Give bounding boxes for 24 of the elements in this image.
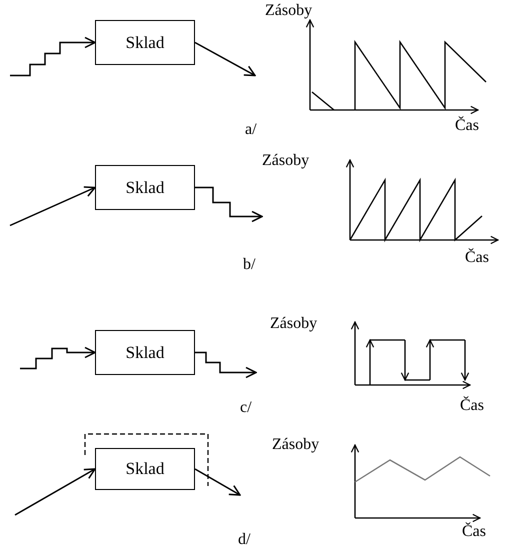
arrow: [194, 468, 241, 496]
arrow: [194, 42, 256, 76]
axis-label: Čas: [465, 250, 489, 266]
arrow: [14, 468, 96, 516]
axis-label: Zásoby: [265, 3, 312, 19]
storage-box: Sklad: [95, 448, 195, 490]
arrow: [195, 352, 257, 378]
axis-label: Zásoby: [270, 316, 318, 332]
panel-label: c/: [240, 400, 252, 416]
arrow: [10, 186, 96, 226]
panel-label: b/: [243, 257, 256, 273]
storage-box: Sklad: [95, 330, 195, 375]
panel-label: d/: [238, 532, 250, 547]
axis-label: Čas: [455, 118, 479, 134]
axis-label: Čas: [462, 524, 486, 540]
axis-label: Zásoby: [262, 153, 310, 169]
storage-box: Sklad: [95, 20, 195, 65]
arrow: [20, 346, 96, 370]
arrow: [195, 186, 263, 222]
axis-label: Čas: [460, 398, 484, 414]
storage-box: Sklad: [95, 165, 195, 210]
axis-label: Zásoby: [272, 437, 320, 453]
panel-label: a/: [245, 122, 257, 138]
arrow: [10, 36, 96, 76]
